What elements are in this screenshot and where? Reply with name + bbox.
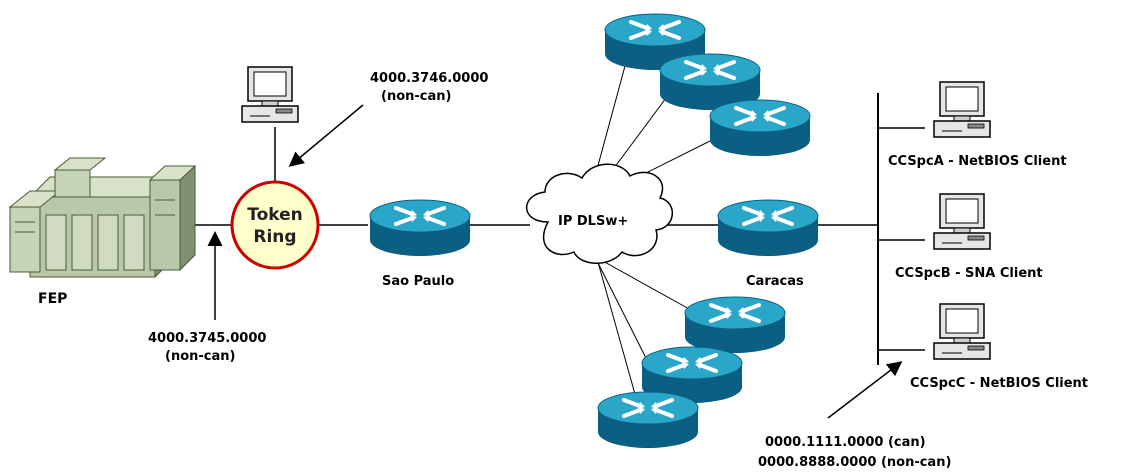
cloud-spoke <box>593 254 653 371</box>
mainframe-fep-icon <box>8 157 197 279</box>
fep-mac-label: 4000.3745.0000 <box>148 331 266 346</box>
workstation-mac-type-label: (non-can) <box>381 89 451 104</box>
ip-cloud-icon <box>525 163 674 264</box>
pc-icon <box>933 193 991 250</box>
router-icon <box>683 295 787 355</box>
token-ring-label-line2: Ring <box>253 227 296 247</box>
cloud-spoke <box>591 254 701 316</box>
workstation-mac-label: 4000.3746.0000 <box>370 71 488 86</box>
client-mac-arrow <box>827 361 903 419</box>
pc-icon <box>933 81 991 138</box>
fep-mac-type-label: (non-can) <box>165 349 235 364</box>
workstation-icon <box>241 66 299 123</box>
router-caracas-label: Caracas <box>746 274 804 289</box>
router-sao-paulo-label: Sao Paulo <box>382 274 454 289</box>
workstation-mac-arrow <box>288 104 364 167</box>
client-b-label: CCSpcB - SNA Client <box>895 266 1043 281</box>
router-icon <box>596 390 700 450</box>
router-icon <box>708 98 812 158</box>
client-a-label: CCSpcA - NetBIOS Client <box>888 154 1067 169</box>
pc-icon <box>933 303 991 360</box>
cloud-spoke <box>595 254 641 413</box>
client-mac-can-label: 0000.1111.0000 (can) <box>765 435 926 450</box>
fep-label: FEP <box>38 291 67 307</box>
token-ring-label-line1: Token <box>247 205 303 225</box>
router-icon <box>368 198 472 258</box>
links <box>195 93 925 365</box>
cloud-label: IP DLSw+ <box>558 214 628 229</box>
client-mac-noncan-label: 0000.8888.0000 (non-can) <box>758 455 951 470</box>
token-ring-icon <box>230 180 320 270</box>
client-c-label: CCSpcC - NetBIOS Client <box>910 376 1088 391</box>
router-icon <box>716 198 820 258</box>
